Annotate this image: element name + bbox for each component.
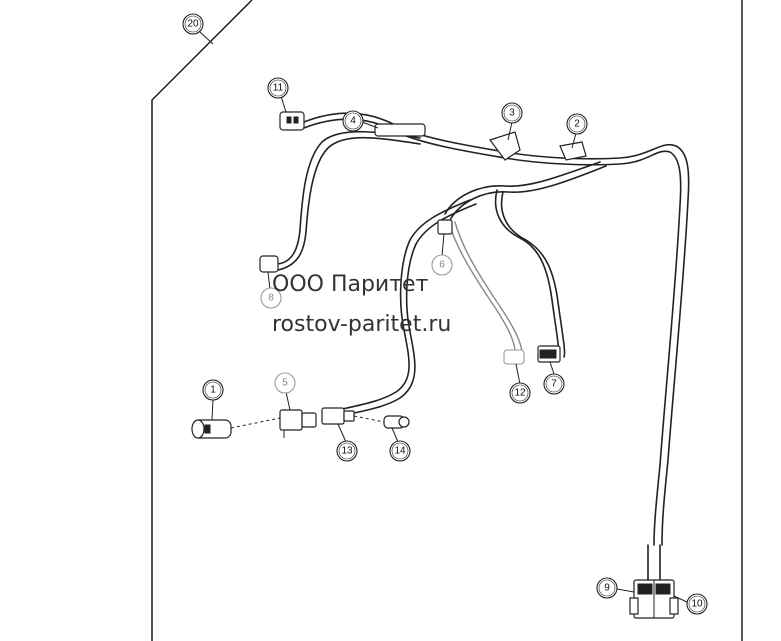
callout-7: 7	[543, 373, 565, 395]
watermark-company-name: ООО Паритет	[272, 272, 429, 297]
clamp-6-body	[437, 219, 453, 235]
watermark-website: rostov-paritet.ru	[272, 312, 452, 337]
svg-text:1: 1	[210, 385, 216, 396]
callout-2: 2	[566, 113, 588, 135]
svg-text:20: 20	[187, 19, 199, 30]
connector-9-10-block	[629, 544, 679, 619]
connector-11	[279, 111, 305, 131]
callout-14: 14	[389, 440, 411, 462]
svg-text:5: 5	[282, 378, 288, 389]
callout-5: 5	[274, 372, 296, 394]
connector-11-pin	[286, 116, 292, 124]
svg-text:10: 10	[691, 599, 703, 610]
connector-7-pins	[539, 349, 557, 359]
clamp-3-body	[489, 131, 521, 161]
harness-clamps	[374, 123, 587, 235]
callout-leaders	[199, 31, 688, 603]
connectors	[191, 111, 679, 619]
callout-9: 9	[596, 577, 618, 599]
callout-11: 11	[267, 77, 289, 99]
connector-12	[503, 349, 525, 365]
assembly-frame	[151, 0, 743, 641]
svg-text:9: 9	[604, 583, 610, 594]
svg-text:12: 12	[514, 388, 526, 399]
clamp-2-body	[559, 141, 587, 161]
connector-13	[321, 407, 355, 425]
callout-13: 13	[336, 440, 358, 462]
clamp-4-body	[374, 123, 426, 137]
svg-text:14: 14	[394, 446, 406, 457]
callout-6: 6	[431, 254, 453, 276]
dash-link-13-14	[353, 415, 385, 423]
svg-text:7: 7	[551, 379, 557, 390]
callout-3: 3	[501, 102, 523, 124]
svg-text:8: 8	[268, 293, 274, 304]
svg-text:3: 3	[509, 108, 515, 119]
callout-10: 10	[686, 593, 708, 615]
svg-text:4: 4	[350, 116, 356, 127]
callout-20: 20	[182, 13, 204, 35]
connector-14	[383, 415, 410, 429]
dash-link-1-5	[230, 417, 281, 429]
callout-4: 4	[342, 110, 364, 132]
svg-text:2: 2	[574, 119, 580, 130]
connector-5	[279, 409, 317, 438]
svg-text:6: 6	[439, 260, 445, 271]
callout-1: 1	[202, 379, 224, 401]
callout-12: 12	[509, 382, 531, 404]
svg-text:13: 13	[341, 446, 353, 457]
connector-8	[259, 255, 279, 273]
callout-8: 8	[260, 287, 282, 309]
connector-1	[191, 419, 232, 439]
svg-text:11: 11	[273, 83, 284, 94]
connector-11-pin	[293, 116, 299, 124]
